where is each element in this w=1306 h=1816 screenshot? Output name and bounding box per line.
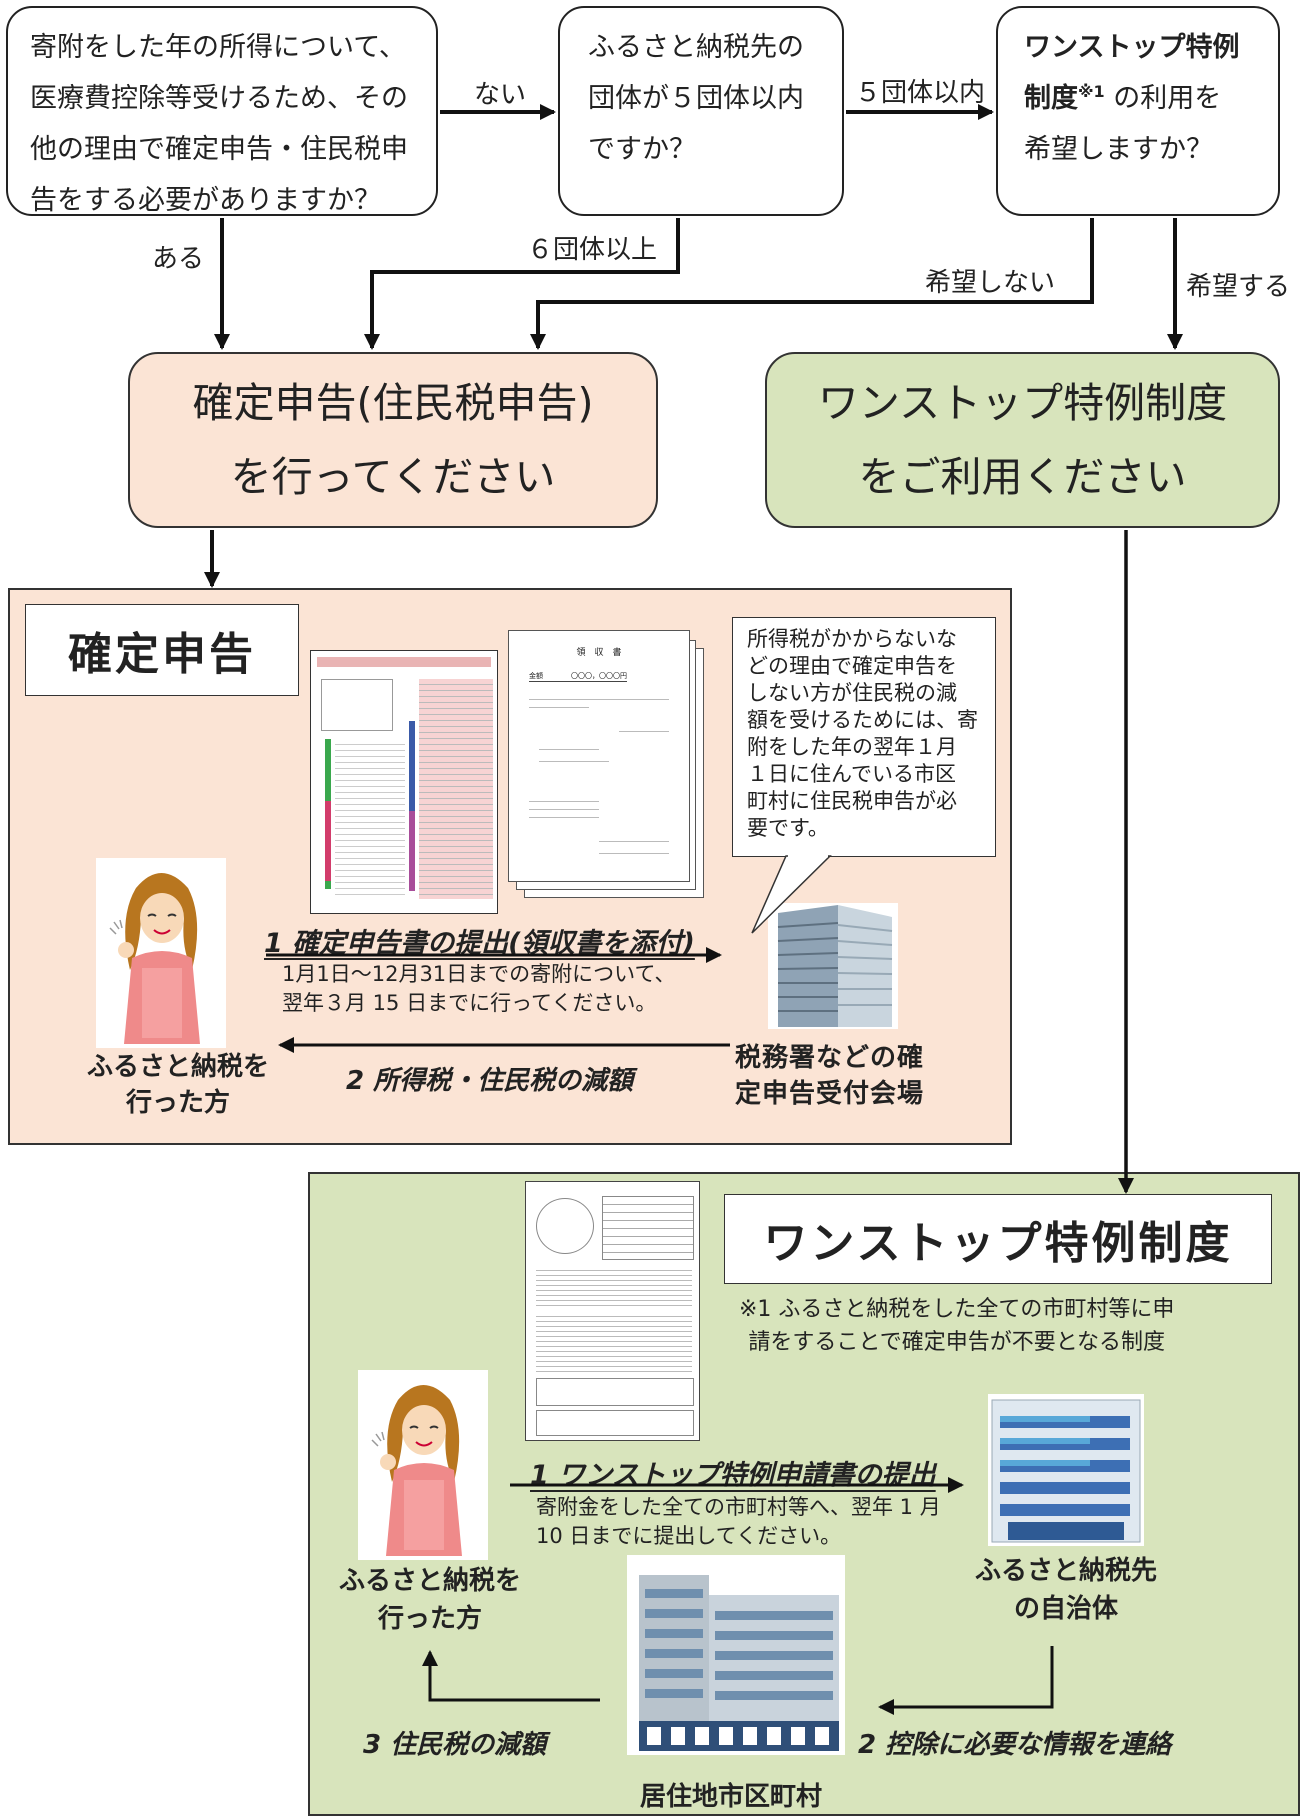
onestop-step3: 3 住民税の減額: [363, 1730, 547, 1760]
residence-label: 居住地市区町村: [640, 1782, 823, 1812]
onestop-application-form-image: [525, 1181, 700, 1441]
arrow-onestop-step3: [422, 1650, 600, 1702]
kakutei-step1-note: 1月1日～12月31日までの寄附について、 翌年３月 15 日までに行ってくださ…: [282, 960, 675, 1018]
question-line: 告をする必要がありますか？: [30, 185, 381, 216]
person-illustration: [96, 858, 226, 1048]
tax-office-line: 税務署などの確: [735, 1043, 925, 1073]
note-line: 翌年３月 15 日までに行ってください。: [282, 991, 657, 1015]
question-line: 団体が５団体以内: [588, 83, 804, 114]
callout-line: 附をした年の翌年１月: [747, 735, 957, 759]
tax-office-label: 税務署などの確 定申告受付会場: [735, 1040, 924, 1112]
person-label: ふるさと納税を 行った方: [330, 1562, 530, 1638]
kakutei-step2: 2 所得税・住民税の減額: [346, 1066, 634, 1096]
callout-line: 要です。: [747, 816, 829, 840]
note-line: 10 日までに提出してください。: [536, 1524, 842, 1548]
label-kibou-shinai: 希望しない: [925, 268, 1056, 298]
onestop-title: ワンストップ特例制度: [724, 1194, 1272, 1284]
municipality-line: ふるさと納税先: [974, 1556, 1157, 1586]
question-line: 制度※1 の利用を: [1024, 73, 1256, 124]
callout-line: １日に住んでいる市区: [747, 762, 956, 786]
label-5dantai: ５団体以内: [855, 78, 986, 108]
question-line: 医療費控除等受けるため、その: [30, 83, 408, 114]
callout-pointer: [751, 855, 832, 934]
person-label-line: 行った方: [377, 1604, 482, 1634]
result-box-onestop: ワンストップ特例制度 をご利用ください: [765, 352, 1280, 528]
onestop-step2: 2 控除に必要な情報を連絡: [858, 1730, 1172, 1760]
question-line: 希望しますか？: [1024, 134, 1213, 165]
tax-return-form-image: [310, 650, 498, 914]
question-line: 他の理由で確定申告・住民税申: [30, 134, 408, 165]
seido-text: 制度: [1024, 83, 1078, 114]
person-illustration: [358, 1370, 488, 1560]
result-line: ワンストップ特例制度: [817, 379, 1228, 427]
question-line: ワンストップ特例: [1024, 32, 1240, 63]
label-6dantai: ６団体以上: [527, 235, 658, 265]
municipality-line: の自治体: [1013, 1594, 1118, 1624]
question-line: ですか？: [588, 134, 696, 165]
person-label-line: 行った方: [125, 1088, 230, 1118]
question-box-income: 寄附をした年の所得について、 医療費控除等受けるため、その 他の理由で確定申告・…: [6, 6, 438, 216]
callout-line: 所得税がかからないな: [747, 627, 957, 651]
label-nai: ない: [474, 80, 527, 110]
question-line: 寄附をした年の所得について、: [30, 32, 406, 63]
receipt-title: 領 収 書: [576, 648, 622, 658]
question-text: の利用を: [1113, 83, 1222, 114]
label-kibou-suru: 希望する: [1186, 272, 1291, 302]
question-box-dantai: ふるさと納税先の 団体が５団体以内 ですか？: [558, 6, 844, 216]
receipt-amount: 金額 〇〇〇，〇〇〇円: [529, 672, 627, 682]
footnote-line: 請をすることで確定申告が不要となる制度: [748, 1330, 1166, 1355]
municipality-label: ふるさと納税先 の自治体: [966, 1552, 1166, 1628]
arrow-onestop-step2: [878, 1646, 1054, 1715]
municipality-building-image: [988, 1394, 1144, 1546]
arrow-kibou-shinai: [530, 218, 1094, 350]
result-box-kakutei: 確定申告(住民税申告) を行ってください: [128, 352, 658, 528]
kakutei-title: 確定申告: [25, 604, 299, 696]
note-line: 1月1日～12月31日までの寄附について、: [282, 962, 676, 986]
result-line: 確定申告(住民税申告): [192, 379, 594, 427]
note-line: 寄附金をした全ての市町村等へ、翌年 1 月: [536, 1495, 941, 1519]
result-line: を行ってください: [230, 453, 556, 501]
receipt-image: 領 収 書 金額 〇〇〇，〇〇〇円: [508, 630, 690, 882]
callout-line: しない方が住民税の減: [747, 681, 957, 705]
question-box-onestop: ワンストップ特例 制度※1 の利用を 希望しますか？: [996, 6, 1280, 216]
label-aru: ある: [152, 244, 205, 274]
person-label-line: ふるさと納税を: [338, 1566, 521, 1596]
person-label-line: ふるさと納税を: [86, 1052, 269, 1082]
tax-office-building-image: [768, 903, 898, 1029]
arrow-6dantai: [364, 218, 680, 350]
callout-line: 額を受けるためには、寄: [747, 708, 978, 732]
footnote-line: ※1 ふるさと納税をした全ての市町村等に申: [739, 1297, 1175, 1322]
tax-office-line: 定申告受付会場: [735, 1079, 925, 1109]
onestop-step1-note: 寄附金をした全ての市町村等へ、翌年 1 月 10 日までに提出してください。: [536, 1493, 941, 1551]
question-line: ふるさと納税先の: [588, 32, 804, 63]
callout-line: 町村に住民税申告が必: [747, 789, 957, 813]
residence-building-image: [627, 1555, 845, 1755]
callout-box: 所得税がかからないな どの理由で確定申告を しない方が住民税の減 額を受けるため…: [732, 617, 996, 857]
onestop-footnote: ※1 ふるさと納税をした全ての市町村等に申 請をすることで確定申告が不要となる制…: [739, 1293, 1174, 1359]
person-label: ふるさと納税を 行った方: [78, 1049, 278, 1121]
result-line: をご利用ください: [858, 453, 1187, 501]
note-mark: ※1: [1078, 82, 1105, 101]
callout-line: どの理由で確定申告を: [747, 654, 957, 678]
